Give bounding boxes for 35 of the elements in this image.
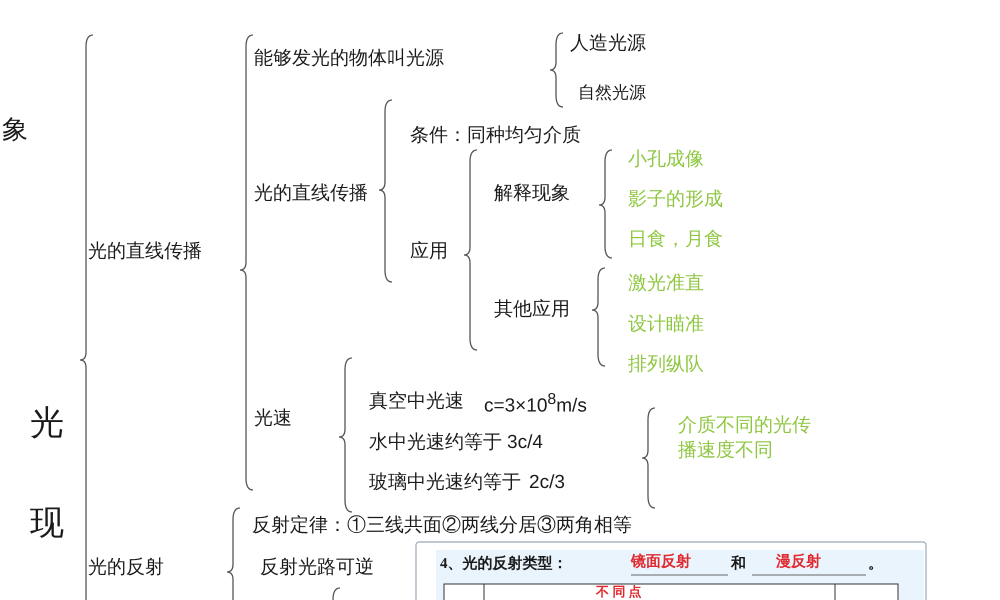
topic-label: 光的直线传播 — [88, 241, 202, 263]
formula-text: 2c/3 — [529, 472, 565, 494]
table-header: 不 同 点 — [596, 585, 642, 600]
question-text: 4、光的反射类型： — [440, 556, 568, 574]
topic-label: 反射光路可逆 — [260, 557, 374, 579]
topic-label: 光的直线传播 — [254, 183, 368, 205]
heading-text: 象 — [2, 115, 28, 145]
topic-label: 玻璃中光速约等于 — [369, 472, 521, 494]
example-text: 排列纵队 — [628, 354, 704, 376]
topic-label: 水中光速约等于 — [369, 432, 502, 454]
question-text: 。 — [868, 556, 883, 574]
topic-label: 应用 — [410, 241, 448, 263]
formula-text: 3c/4 — [507, 432, 543, 454]
example-text: 小孔成像 — [628, 149, 704, 171]
example-text: 日食，月食 — [628, 229, 723, 251]
topic-label: 反射定律：①三线共面②两线分居③两角相等 — [252, 515, 632, 537]
question-text: 和 — [731, 556, 746, 574]
topic-label: 真空中光速 — [369, 391, 464, 413]
example-text: 激光准直 — [628, 273, 704, 295]
answer-text: 镜面反射 — [631, 554, 691, 572]
topic-label: 光的反射 — [88, 557, 164, 579]
topic-label: 光速 — [254, 408, 292, 430]
heading-text: 光 — [30, 404, 64, 444]
topic-label: 自然光源 — [578, 83, 646, 103]
example-text: 设计瞄准 — [628, 314, 704, 336]
topic-label: 解释现象 — [494, 183, 570, 205]
heading-text: 现 — [30, 504, 64, 544]
answer-text: 漫反射 — [776, 554, 821, 572]
topic-label: 人造光源 — [570, 33, 646, 55]
topic-label: 其他应用 — [494, 299, 570, 321]
note-text: 介质不同的光传播速度不同 — [678, 414, 812, 463]
topic-label: 条件：同种均匀介质 — [410, 125, 581, 147]
example-text: 影子的形成 — [628, 189, 723, 211]
formula-text: c=3×10$^{8}$m/s — [484, 391, 587, 418]
topic-label: 能够发光的物体叫光源 — [254, 48, 444, 70]
